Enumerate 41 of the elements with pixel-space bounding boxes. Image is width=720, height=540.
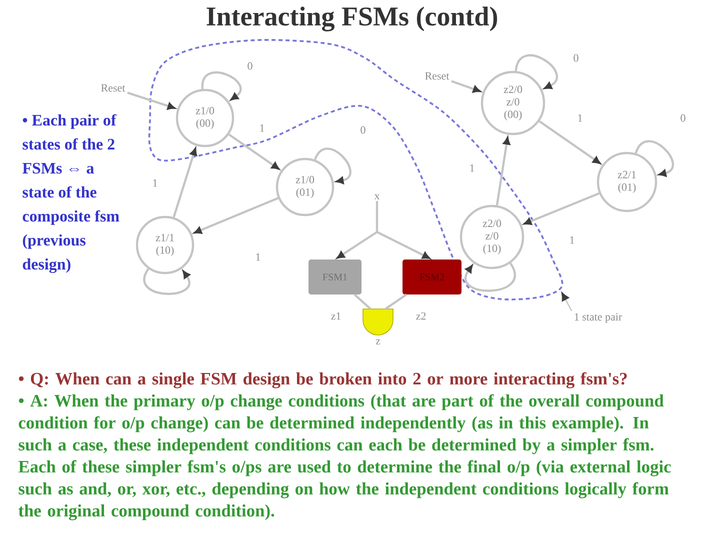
arrow [634,140,674,177]
output-label: z [376,339,380,344]
arrow [314,148,352,184]
arrow [172,148,198,218]
edge-label: 1 [151,178,159,188]
arrow [524,192,600,225]
edge-label: 0 [359,125,367,135]
signal-line [376,201,378,232]
arrow [514,54,558,89]
arrow [451,80,480,93]
arrow [228,134,280,170]
callout-text: 1 state pair [574,313,622,323]
title: Interacting FSMs (contd) [206,6,498,32]
edge-label: z2 [414,311,428,321]
fsm-box: FSM2 [402,260,462,294]
question-text: • Q: When can a single FSM design be broken into 2 or more interacting fsm's? [18,372,627,388]
answer-text: • A: When the primary o/p change conditions (that are part of the overall compound condition for o/p change) can be determined independently (as in this example). In such a case, these independent conditions can each be determined by a simpler fsm. Each of these simpler fsm's o/ps are used to determine the final o/p (via external logic such as and, or, xor, etc., depending on how the independent conditions logically form the original compound condition). [18,394,671,520]
edge-label: 1 [258,123,266,133]
leader-line [561,292,572,312]
edge-label: 1 [568,235,576,245]
reset-label: Reset [101,84,126,92]
arrow [538,120,600,164]
fsm-box: FSM1 [308,260,362,294]
edge-label: 1 [468,163,476,173]
input-label: x [374,194,380,200]
arrow [496,137,510,206]
arrow [376,231,430,259]
arrow [194,197,279,234]
and-gate [362,308,394,336]
arrow [201,71,242,100]
edge-label: 1 [254,252,262,262]
edge-label: z1 [330,311,342,321]
edge-label: 0 [572,53,580,63]
reset-label: Reset [425,72,450,80]
note-text: • Each pair of states of the 2 FSMs ⇔ a state of the composite fsm (previous design) [22,114,120,273]
arrow [127,92,176,110]
edge-label: 0 [246,61,254,71]
arrow [336,231,378,259]
arrow [464,262,516,292]
edge-label: 1 [576,113,584,123]
edge-label: 0 [679,113,687,123]
